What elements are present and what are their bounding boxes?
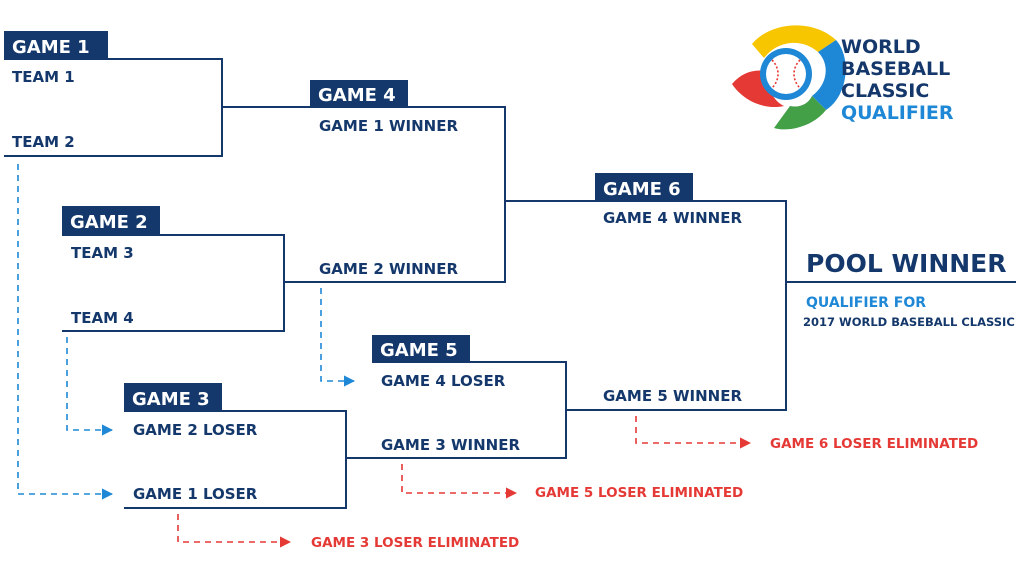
game6-top-slot: GAME 4 WINNER (603, 209, 742, 227)
game5-bottom-slot: GAME 3 WINNER (381, 436, 520, 454)
game6-elimination-arrow (635, 416, 752, 449)
game6-bottom-slot: GAME 5 WINNER (603, 387, 742, 405)
game3-badge: GAME 3 (124, 383, 222, 411)
game3-bottom-slot: GAME 1 LOSER (133, 485, 258, 503)
wbc-logo: WORLD BASEBALL CLASSIC QUALIFIER (732, 25, 954, 130)
game5-elimination-label: GAME 5 LOSER ELIMINATED (535, 485, 743, 501)
game1-badge: GAME 1 (4, 31, 108, 59)
game4-title: GAME 4 (318, 85, 396, 106)
game1-top-slot: TEAM 1 (12, 68, 75, 86)
game6-title: GAME 6 (603, 179, 681, 200)
game6-badge: GAME 6 (595, 173, 693, 201)
game2-top-slot: TEAM 3 (71, 244, 134, 262)
logo-line-1: WORLD (841, 36, 921, 58)
game5-title: GAME 5 (380, 340, 458, 361)
wbc-logo-mark (732, 25, 846, 130)
game1-title: GAME 1 (12, 37, 90, 58)
game5-top-slot: GAME 4 LOSER (381, 372, 506, 390)
game2-bottom-slot: TEAM 4 (71, 309, 134, 327)
pool-winner-title: POOL WINNER (806, 249, 1007, 278)
logo-line-2: BASEBALL (841, 58, 950, 80)
game1-loser-arrow (17, 164, 114, 500)
game3-top-slot: GAME 2 LOSER (133, 421, 258, 439)
game4-badge: GAME 4 (310, 80, 408, 107)
game4-loser-arrow (320, 288, 356, 387)
logo-line-3: CLASSIC (841, 80, 929, 102)
game2-loser-arrow (66, 337, 114, 436)
qualifier-line-1: QUALIFIER FOR (806, 295, 926, 311)
game5-badge: GAME 5 (372, 335, 470, 362)
qualifier-line-2: 2017 WORLD BASEBALL CLASSIC (803, 315, 1015, 329)
logo-line-4: QUALIFIER (841, 102, 954, 124)
game4-top-slot: GAME 1 WINNER (319, 117, 458, 135)
game3-elimination-label: GAME 3 LOSER ELIMINATED (311, 535, 519, 551)
game3-elimination-arrow (177, 514, 292, 548)
game6-bracket-line (595, 200, 787, 411)
game3-bracket-line (124, 410, 347, 509)
game4-bottom-slot: GAME 2 WINNER (319, 260, 458, 278)
game2-badge: GAME 2 (62, 206, 160, 235)
game6-elimination-label: GAME 6 LOSER ELIMINATED (770, 436, 978, 452)
game2-title: GAME 2 (70, 212, 148, 233)
game5-elimination-arrow (401, 464, 518, 499)
game3-title: GAME 3 (132, 389, 210, 410)
game1-bottom-slot: TEAM 2 (12, 133, 75, 151)
